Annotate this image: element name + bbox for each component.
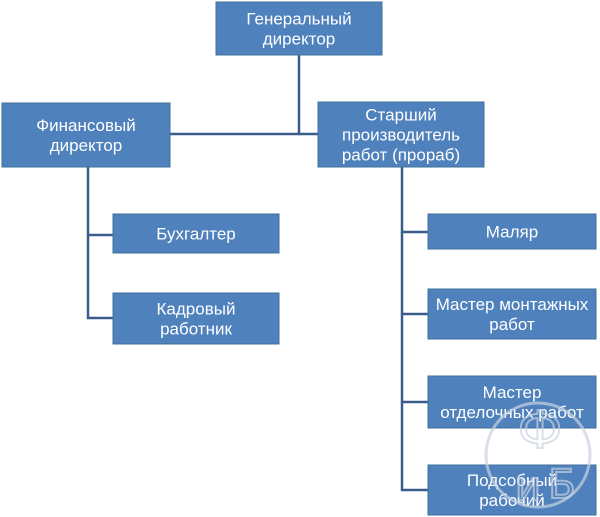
watermark-logo: Ф и Б bbox=[484, 400, 592, 511]
org-node-label-cfo-line-1: Финансовый bbox=[36, 116, 136, 135]
connector-lines bbox=[86, 55, 428, 492]
org-node-box-cfo bbox=[1, 102, 171, 168]
watermark-letter-f: Ф bbox=[518, 401, 563, 461]
org-node-label-foreman-line-2: производитель bbox=[342, 126, 460, 145]
connector-cfo-to-hr bbox=[86, 235, 113, 320]
org-node-box-ceo bbox=[215, 1, 383, 56]
org-node-label-cfo-line-2: директор bbox=[50, 136, 122, 155]
org-node-label-assembly-master-line-2: работ bbox=[489, 315, 535, 334]
org-node-accountant: Бухгалтер bbox=[112, 213, 280, 254]
org-node-box-finishing-master bbox=[427, 375, 597, 429]
org-node-label-finishing-master-line-2: отделочных работ bbox=[440, 403, 584, 422]
org-node-box-accountant bbox=[112, 213, 280, 254]
org-node-label-helper-line-1: Подсобный bbox=[467, 471, 557, 490]
org-node-box-painter bbox=[427, 213, 597, 250]
org-node-label-accountant-line-1: Бухгалтер bbox=[156, 225, 236, 244]
org-node-label-hr-line-1: Кадровый bbox=[157, 300, 236, 319]
org-node-label-hr-line-2: работник bbox=[160, 320, 232, 339]
connector-foreman-to-helper bbox=[400, 402, 428, 492]
watermark-letter-b: Б bbox=[548, 462, 575, 508]
org-node-label-foreman-line-3: работ (прораб) bbox=[342, 146, 460, 165]
org-node-label-assembly-master-line-1: Мастер монтажных bbox=[436, 295, 589, 314]
org-node-box-foreman bbox=[317, 101, 485, 168]
connector-ceo-to-cfo bbox=[170, 55, 301, 136]
org-node-painter: Маляр bbox=[427, 213, 597, 250]
org-node-box-assembly-master bbox=[427, 288, 597, 340]
org-node-label-finishing-master-line-1: Мастер bbox=[483, 383, 542, 402]
org-node-label-foreman-line-1: Старший bbox=[365, 106, 436, 125]
org-node-box-helper bbox=[427, 464, 597, 516]
watermark-circle bbox=[484, 401, 592, 509]
org-node-box-hr bbox=[112, 292, 280, 345]
org-node-label-ceo-line-2: директор bbox=[263, 30, 335, 49]
connector-foreman-to-assembly-master bbox=[400, 232, 428, 316]
connector-cfo-to-accountant bbox=[86, 167, 113, 237]
org-node-label-painter-line-1: Маляр bbox=[486, 223, 538, 242]
watermark-letter-i: и bbox=[515, 464, 541, 510]
org-node-label-ceo-line-1: Генеральный bbox=[246, 10, 351, 29]
connector-foreman-to-finishing-master bbox=[400, 314, 428, 404]
connector-foreman-to-painter bbox=[400, 167, 428, 234]
